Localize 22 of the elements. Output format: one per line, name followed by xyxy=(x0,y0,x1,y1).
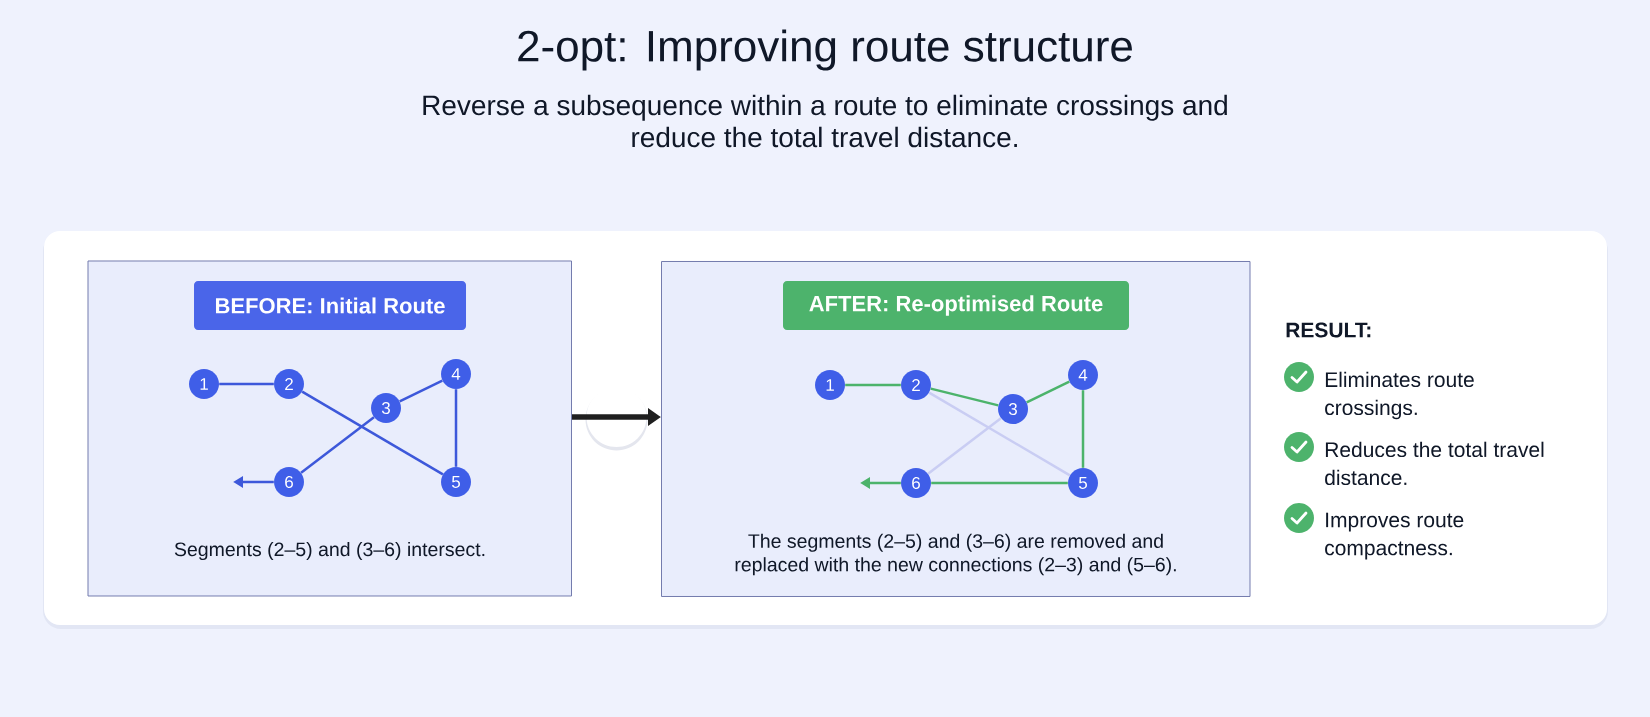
route-line xyxy=(1081,390,1085,468)
caption-text: The segments (2–5) and (3–6) are removed and replaced with the new connections (2–3) and (5–6). xyxy=(735,533,1176,576)
route-line xyxy=(219,382,274,386)
route-line xyxy=(927,417,1002,475)
route-line xyxy=(928,391,1071,477)
route-line xyxy=(301,390,444,476)
caption-text: Segments (2–5) and (3–6) intersect. xyxy=(174,541,485,561)
list-item: Eliminates route crossings. xyxy=(1325,371,1474,420)
list-item: Reduces the total travel distance. xyxy=(1325,441,1544,486)
route-line xyxy=(454,389,458,467)
route-line xyxy=(300,416,375,474)
route-line xyxy=(845,383,901,387)
route-line xyxy=(1026,380,1070,404)
list-item: Improves route compactness. xyxy=(1325,512,1464,560)
route-line xyxy=(931,481,1068,485)
header-label: BEFORE: Initial Route xyxy=(194,281,466,330)
title: 2-opt: Improving route structure xyxy=(518,29,1132,71)
list-heading: RESULT: xyxy=(1286,322,1371,338)
header-label: AFTER: Re-optimised Route xyxy=(783,281,1129,330)
subtitle: Reverse a subsequence within a route to eliminate crossings and reduce the total travel distance. xyxy=(423,94,1227,148)
route-line xyxy=(399,379,443,403)
route-line xyxy=(930,387,999,407)
